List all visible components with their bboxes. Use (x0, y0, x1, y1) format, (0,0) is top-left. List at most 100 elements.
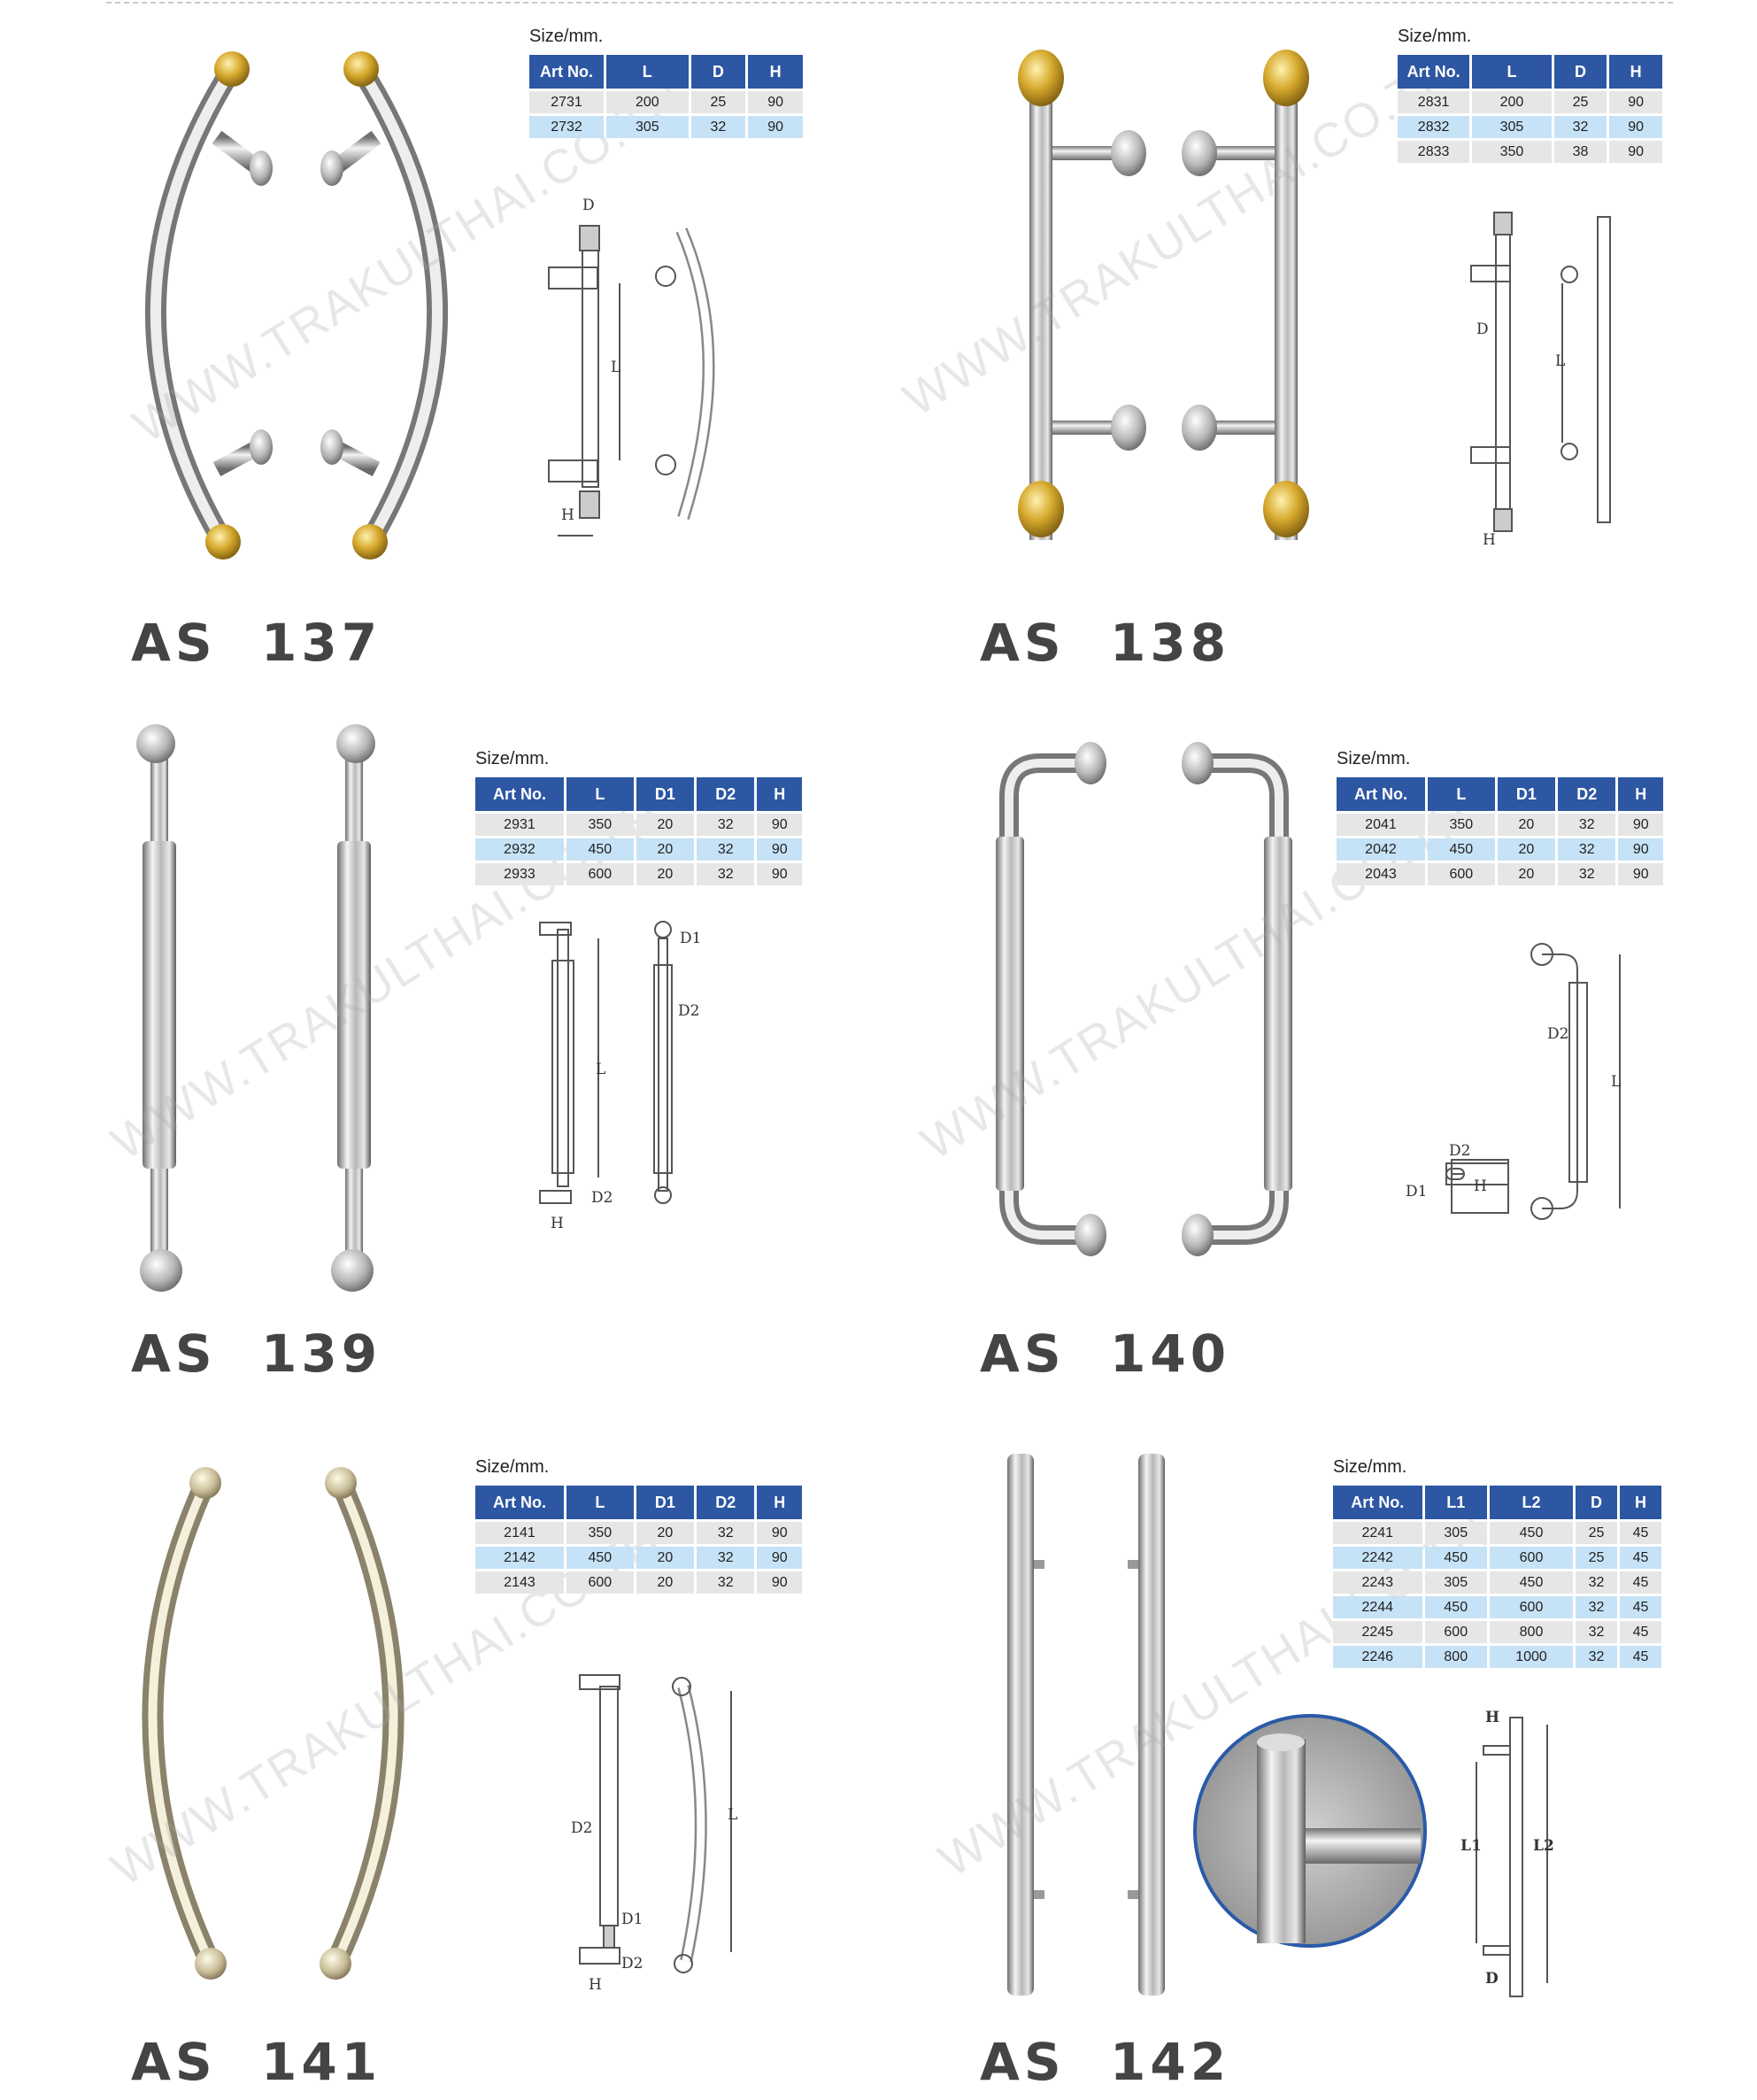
product-title-as139: AS 139 (131, 1324, 382, 1384)
dim-label: D (1485, 1970, 1499, 1988)
dim-label: D2 (571, 1819, 593, 1837)
column-header: D (690, 55, 746, 89)
table-cell: 20 (636, 1522, 695, 1544)
table-cell: 45 (1619, 1522, 1661, 1544)
table-cell: 32 (697, 1571, 755, 1594)
table-cell: 2933 (475, 863, 564, 885)
table-cell: 90 (1618, 838, 1663, 861)
table-cell: 2042 (1337, 838, 1425, 861)
table-cell: 25 (1576, 1522, 1617, 1544)
table-cell: 450 (1424, 1547, 1488, 1569)
table-cell: 38 (1553, 141, 1607, 163)
table-cell: 600 (566, 863, 634, 885)
table-cell: 32 (1576, 1571, 1617, 1594)
dim-label: D2 (1547, 1025, 1569, 1043)
as142-detail-zoom-circle (1193, 1714, 1427, 1948)
table-cell: 350 (566, 1522, 634, 1544)
column-header: H (757, 777, 802, 811)
table-cell: 20 (636, 814, 695, 836)
table-cell: 200 (606, 91, 689, 113)
column-header: L (1472, 55, 1552, 89)
table-cell: 45 (1619, 1596, 1661, 1618)
as141-handle-pair (142, 1467, 405, 1980)
table-cell: 32 (1558, 838, 1616, 861)
top-dashed-divider (106, 2, 1673, 4)
column-header: H (757, 1486, 802, 1519)
table-cell: 600 (1424, 1621, 1488, 1643)
table-cell: 2244 (1333, 1596, 1422, 1618)
size-unit-label: Size/mm. (475, 749, 550, 768)
table-cell: 20 (636, 838, 695, 861)
table-cell: 2831 (1398, 91, 1470, 113)
table-cell: 90 (748, 91, 803, 113)
dim-label: H (1483, 531, 1496, 549)
table-cell: 20 (636, 1571, 695, 1594)
table-cell: 350 (1427, 814, 1495, 836)
table-cell: 350 (566, 814, 634, 836)
table-cell: 90 (757, 838, 802, 861)
table-cell: 20 (636, 1547, 695, 1569)
column-header: D (1576, 1486, 1617, 1519)
table-cell: 450 (566, 838, 634, 861)
table-cell: 90 (1609, 91, 1662, 113)
table-cell: 20 (1497, 863, 1556, 885)
column-header: H (1618, 777, 1663, 811)
dim-label: D (1476, 320, 1489, 338)
table-cell: 90 (1609, 141, 1662, 163)
table-cell: 2243 (1333, 1571, 1422, 1594)
table-cell: 32 (697, 814, 755, 836)
dim-label: L (596, 1061, 606, 1078)
as142-technical-drawing (1476, 1717, 1548, 1997)
dim-label: L2 (1533, 1837, 1554, 1855)
column-header: D1 (636, 777, 695, 811)
as139-technical-drawing (539, 921, 673, 1204)
table-cell: 90 (757, 814, 802, 836)
table-cell: 2246 (1333, 1646, 1422, 1668)
table-cell: 25 (1576, 1547, 1617, 1569)
size-unit-label: Size/mm. (1333, 1457, 1407, 1477)
table-cell: 90 (1609, 116, 1662, 138)
dim-label: H (551, 1215, 564, 1232)
table-cell: 305 (1424, 1571, 1488, 1594)
table-cell: 305 (1424, 1522, 1488, 1544)
size-unit-label: Size/mm. (1398, 27, 1472, 46)
dim-label: H (561, 506, 574, 524)
size-unit-label: Size/mm. (529, 27, 604, 46)
as140-technical-drawing (1445, 943, 1621, 1220)
as138-handle-pair (1018, 50, 1309, 540)
table-cell: 2242 (1333, 1547, 1422, 1569)
table-cell: 20 (1497, 838, 1556, 861)
table-cell: 2732 (529, 116, 604, 138)
table-cell: 2832 (1398, 116, 1470, 138)
table-cell: 32 (697, 1522, 755, 1544)
table-cell: 350 (1472, 141, 1552, 163)
table-cell: 32 (697, 1547, 755, 1569)
table-cell: 800 (1424, 1646, 1488, 1668)
table-cell: 800 (1490, 1621, 1573, 1643)
column-header: D2 (697, 777, 755, 811)
table-cell: 32 (1576, 1646, 1617, 1668)
